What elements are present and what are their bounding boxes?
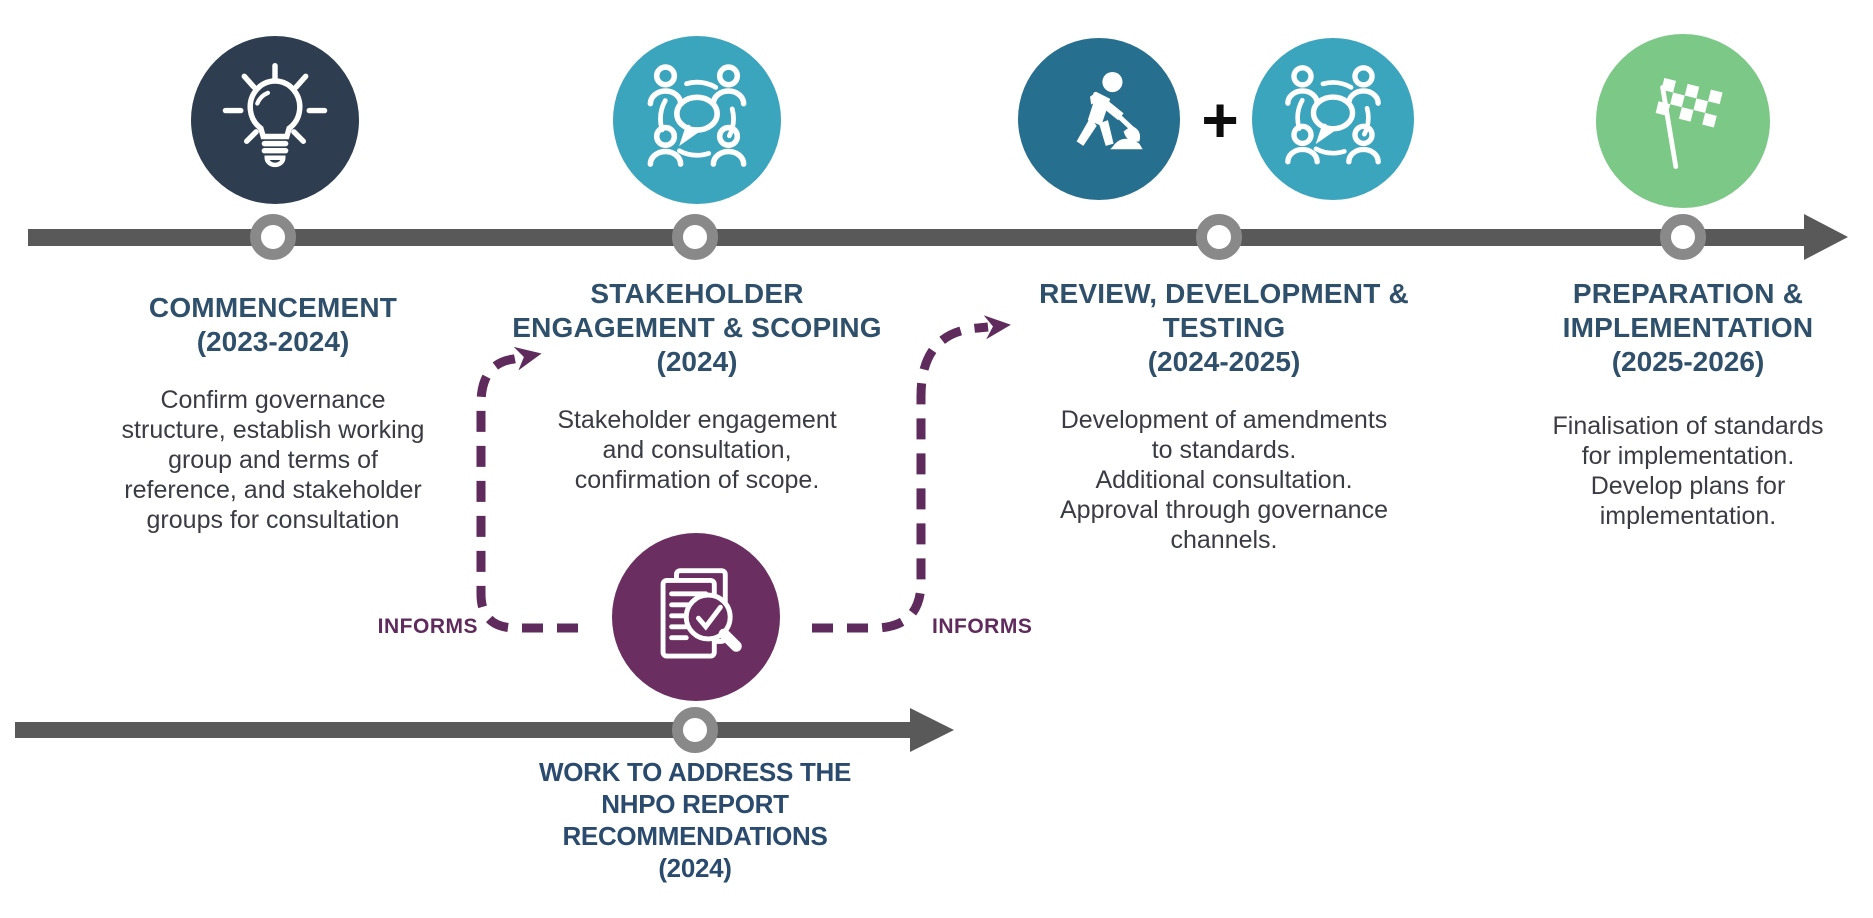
phase-description: Development of amendments to standards. … [1059,406,1388,554]
nhpo-timeline-arrowhead-icon [910,708,954,752]
phase-period: (2025-2026) [1611,346,1765,377]
nhpo-period: (2024) [658,853,732,883]
timeline-node-nhpo [672,707,718,753]
main-timeline-bar [28,229,1804,246]
nhpo-timeline-bar [15,722,918,738]
checkered-flag-icon [1655,78,1723,169]
main-timeline-arrowhead-icon [1804,214,1848,260]
timeline-node-commencement [250,214,296,260]
report-review-magnifier-icon [660,568,742,659]
phase-description: Stakeholder engagement and consultation,… [557,406,837,494]
informs-label-right: INFORMS [932,615,1033,638]
phase-preparation: PREPARATION & IMPLEMENTATION (2025-2026)… [1488,277,1873,531]
plus-sign: + [1201,84,1239,156]
preparation-circle [1596,34,1770,208]
phase-commencement: COMMENCEMENT (2023-2024) Confirm governa… [83,291,463,535]
worker-digging-icon [1076,71,1143,150]
nhpo-title: WORK TO ADDRESS THE NHPO REPORT RECOMMEN… [538,757,852,851]
commencement-circle [191,36,359,204]
nhpo-circle [612,533,780,701]
timeline-node-review [1196,214,1242,260]
phase-review: REVIEW, DEVELOPMENT & TESTING (2024-2025… [994,277,1454,555]
phase-description: Confirm governance structure, establish … [121,386,425,534]
review-worker-circle [1018,38,1180,200]
phase-title: COMMENCEMENT [148,292,398,323]
timeline-node-preparation [1660,214,1706,260]
nhpo-work: WORK TO ADDRESS THE NHPO REPORT RECOMMEN… [479,756,911,884]
phase-description: Finalisation of standards for implementa… [1552,412,1824,530]
phase-period: (2024) [656,346,738,377]
informs-label-left: INFORMS [377,615,478,638]
phase-period: (2024-2025) [1147,346,1301,377]
phase-title: REVIEW, DEVELOPMENT & TESTING [1039,278,1409,343]
phase-title: STAKEHOLDER ENGAGEMENT & SCOPING [512,278,882,343]
stakeholder-circle [613,36,781,204]
people-discussion-icon [647,64,747,167]
lightbulb-icon [222,63,328,168]
review-consultation-circle [1252,38,1414,200]
people-discussion-icon [1285,65,1381,165]
phase-stakeholder: STAKEHOLDER ENGAGEMENT & SCOPING (2024) … [487,277,907,495]
phase-period: (2023-2024) [196,326,350,357]
timeline-node-stakeholder [672,214,718,260]
phase-title: PREPARATION & IMPLEMENTATION [1562,278,1814,343]
